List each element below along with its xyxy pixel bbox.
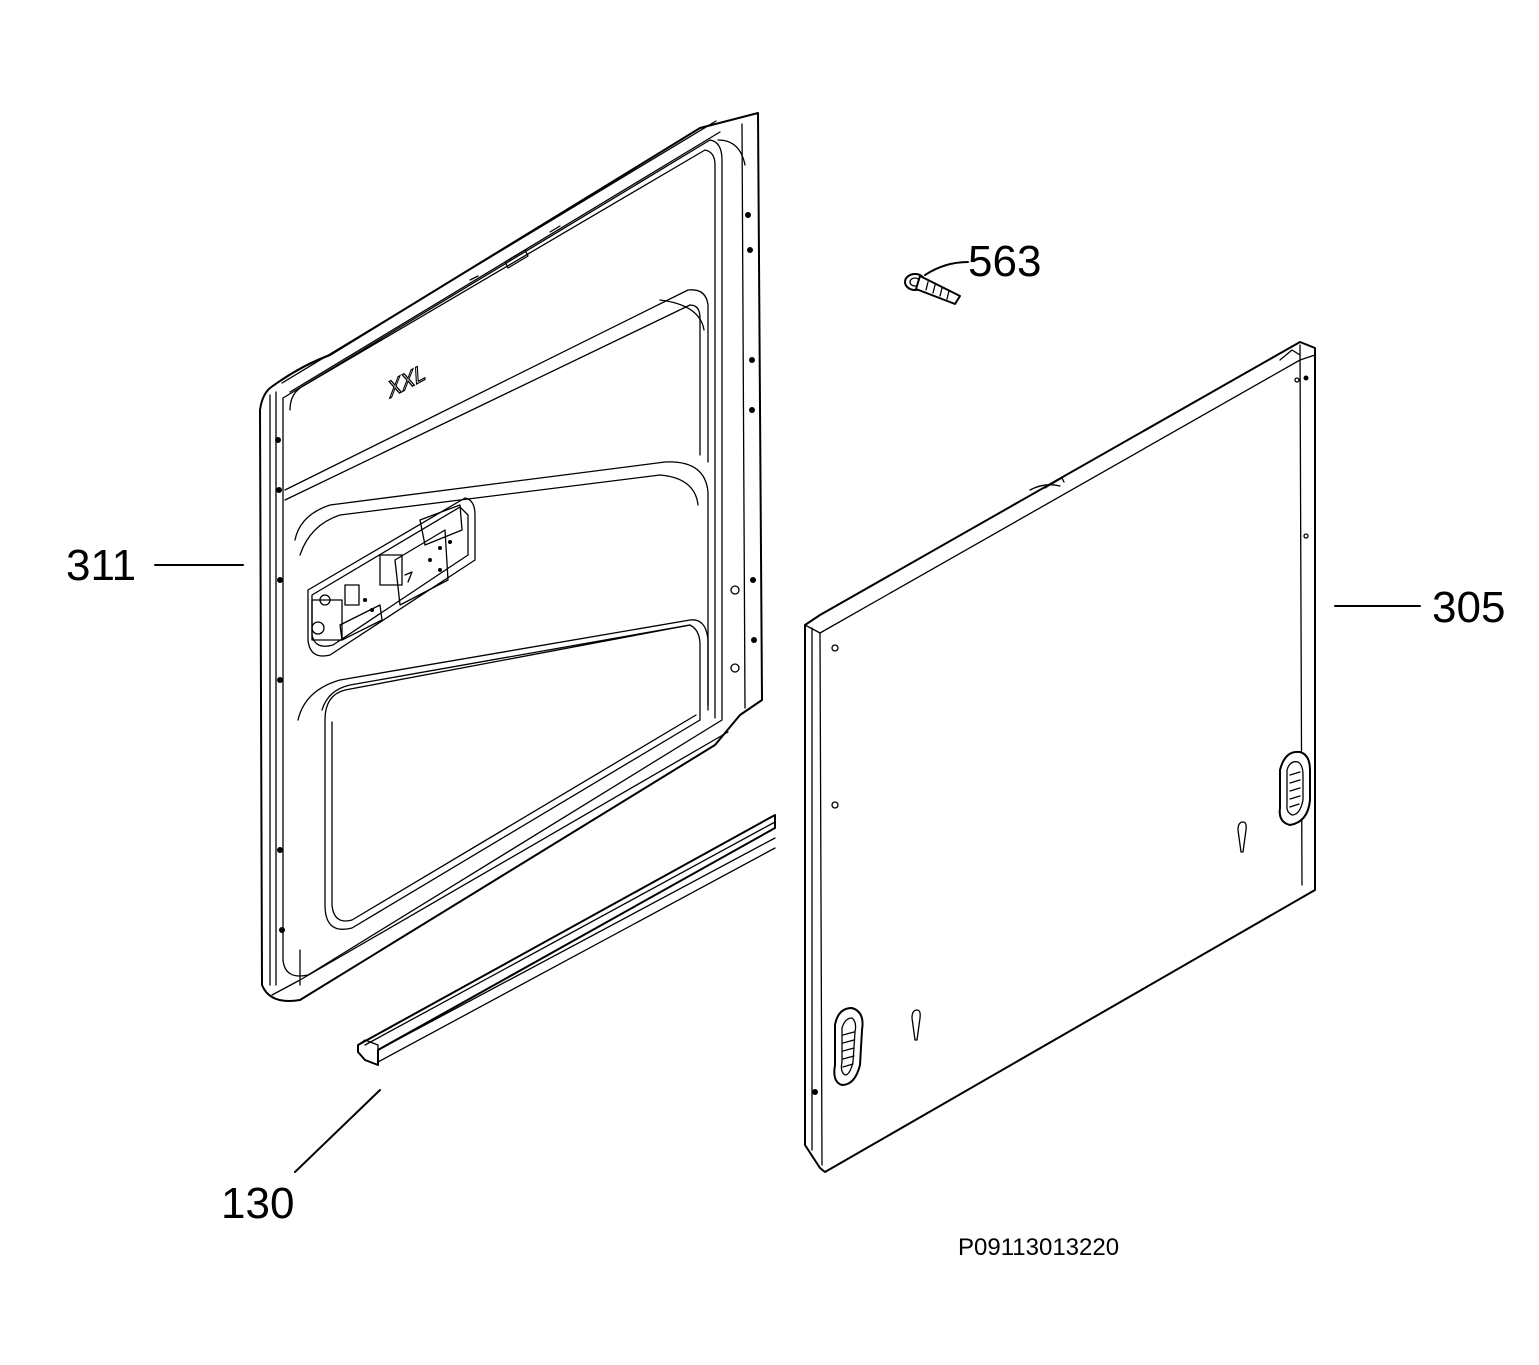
callout-311: 311: [66, 541, 136, 590]
callout-563: 563: [968, 237, 1041, 286]
drawing-code: P09113013220: [958, 1234, 1119, 1261]
callout-305: 305: [1432, 583, 1505, 632]
control-board: [307, 497, 476, 657]
callout-130: 130: [221, 1179, 294, 1228]
inner-door-panel: XXL: [259, 112, 763, 1002]
outer-door-panel: [804, 341, 1316, 1173]
handle-upper: [1278, 750, 1311, 826]
handle-lower: [833, 1007, 864, 1086]
bottom-seal-strip: [357, 814, 776, 1066]
leader-lines: [154, 261, 1421, 1173]
side-screw-holes: [275, 212, 757, 933]
screw: [904, 273, 961, 305]
